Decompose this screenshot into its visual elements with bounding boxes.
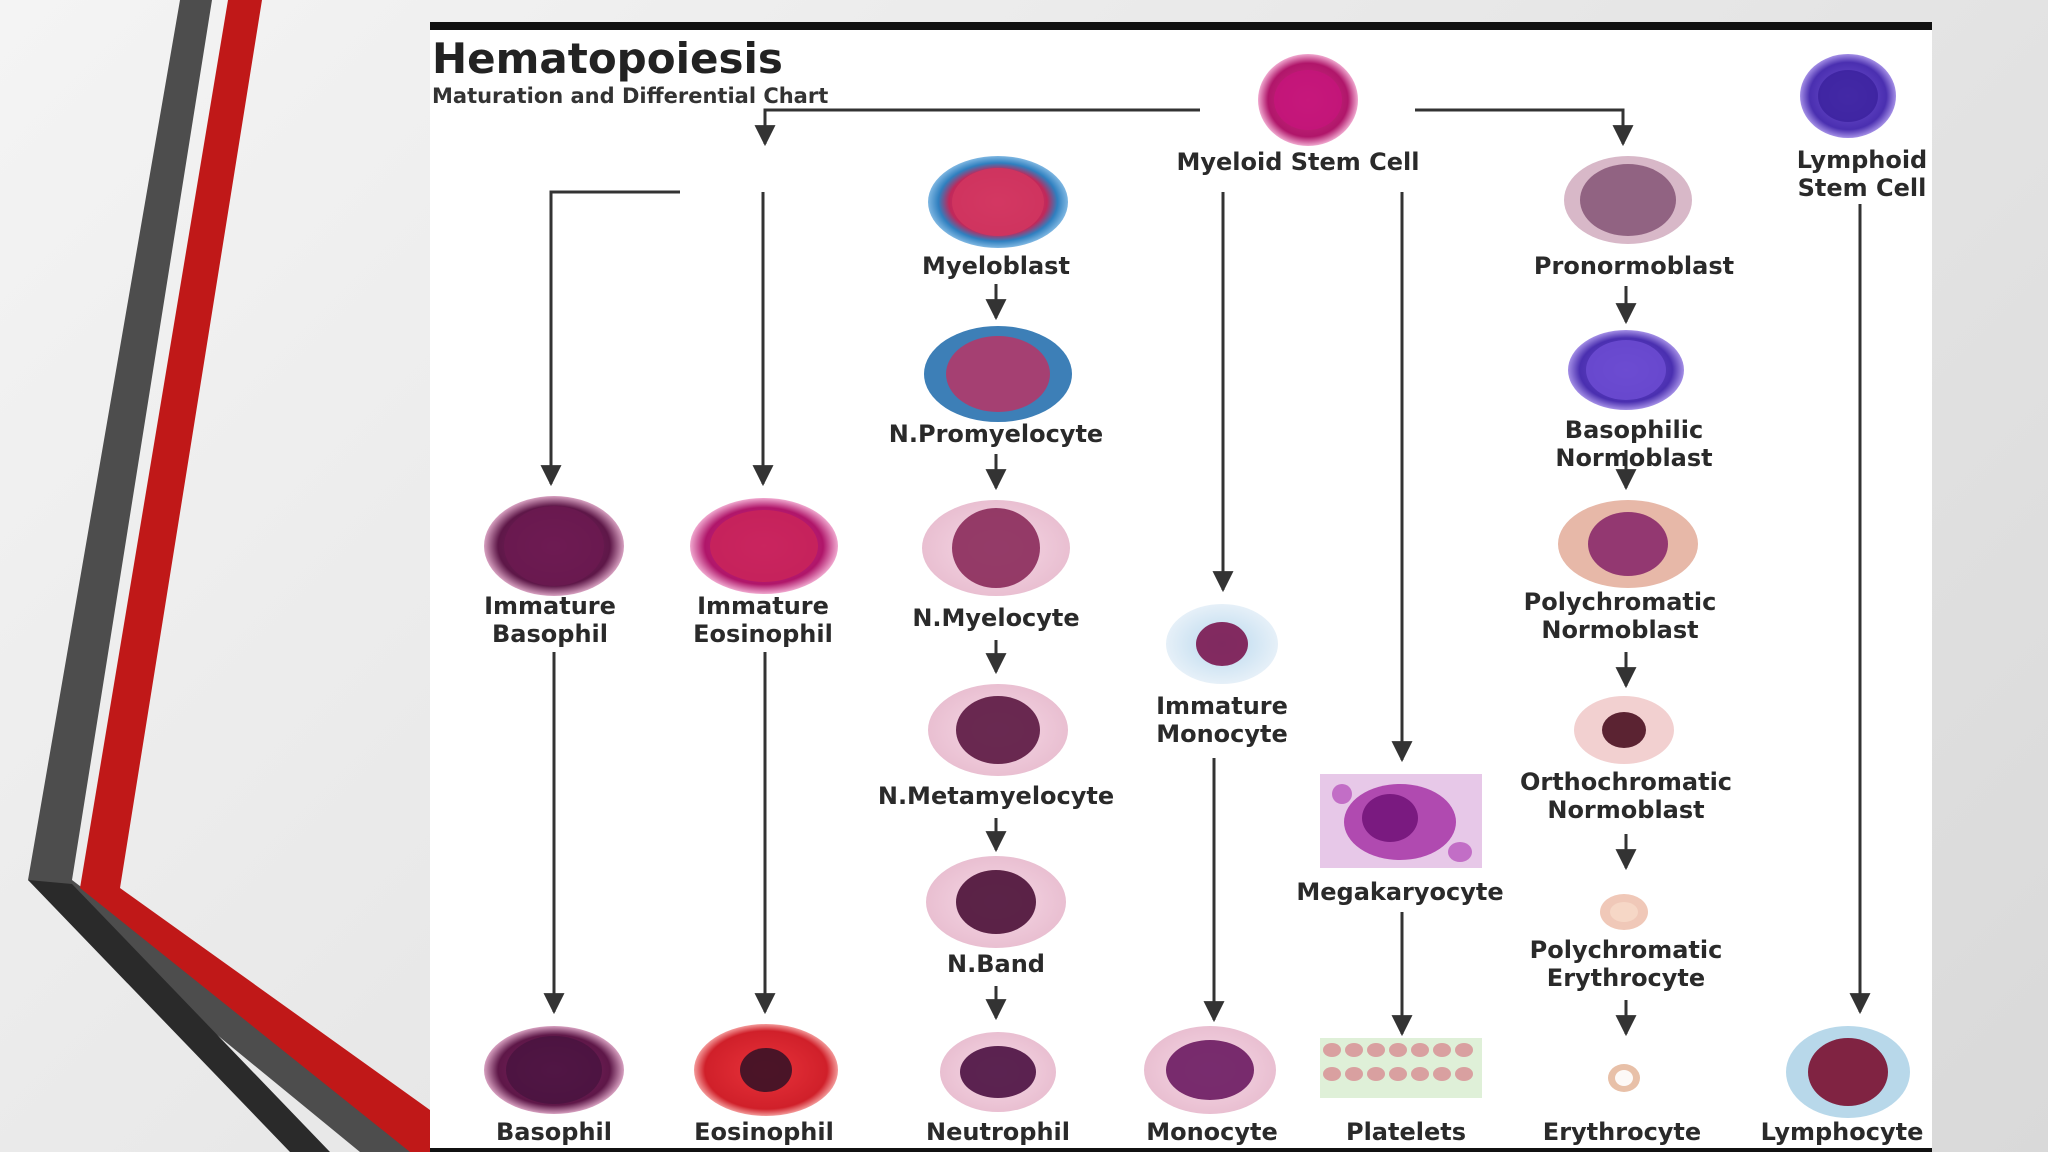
label-immature-eosinophil: Immature Eosinophil — [693, 592, 833, 648]
label-erythrocyte: Erythrocyte — [1542, 1118, 1702, 1146]
label-neutrophil: Neutrophil — [926, 1118, 1070, 1146]
arrow-stem-to-myeloblast — [754, 108, 1200, 147]
page-subtitle: Maturation and Differential Chart — [432, 84, 829, 108]
immature-basophil-image — [484, 496, 624, 596]
myelocyte-image — [922, 500, 1070, 596]
erythrocyte-image — [1608, 1064, 1640, 1092]
gray-stripe — [28, 0, 430, 1152]
eosinophil-image — [694, 1024, 838, 1116]
megakaryocyte-image — [1320, 774, 1482, 868]
dark-stripe — [28, 880, 330, 1152]
label-pronormoblast: Pronormoblast — [1533, 252, 1735, 280]
label-lymphoid-stem-cell: Lymphoid Stem Cell — [1796, 146, 1928, 202]
immature-monocyte-image — [1166, 604, 1278, 684]
label-megakaryocyte: Megakaryocyte — [1296, 878, 1504, 906]
arrow-stem-to-pronormoblast — [1415, 108, 1634, 147]
polychromatic-normoblast-image — [1558, 500, 1698, 588]
page-title: Hematopoiesis — [432, 34, 783, 83]
label-polychromatic-normoblast: Polychromatic Normoblast — [1523, 588, 1717, 644]
label-lymphocyte: Lymphocyte — [1760, 1118, 1924, 1146]
immature-eosinophil-image — [690, 498, 838, 594]
platelets-image — [1320, 1038, 1482, 1098]
arrow-set — [540, 108, 1871, 1037]
myeloblast-image — [928, 156, 1068, 248]
diagram-canvas — [484, 54, 1910, 1118]
monocyte-image — [1144, 1026, 1276, 1114]
promyelocyte-image — [924, 326, 1072, 422]
label-orthochromatic-normoblast: Orthochromatic Normoblast — [1519, 768, 1733, 824]
label-polychromatic-erythrocyte: Polychromatic Erythrocyte — [1529, 936, 1723, 992]
myeloid-stem-cell-image — [1258, 54, 1358, 146]
label-promyelocyte: N.Promyelocyte — [888, 420, 1104, 448]
metamyelocyte-image — [928, 684, 1068, 776]
label-basophil: Basophil — [496, 1118, 612, 1146]
lymphoid-stem-cell-image — [1800, 54, 1896, 138]
label-myeloid-stem-cell: Myeloid Stem Cell — [1176, 148, 1420, 176]
pronormoblast-image — [1564, 156, 1692, 244]
figure-top-border — [430, 22, 1932, 30]
label-myeloblast: Myeloblast — [922, 252, 1070, 280]
arrow-to-immature-basophil — [540, 190, 680, 487]
label-band: N.Band — [947, 950, 1045, 978]
basophil-image — [484, 1026, 624, 1114]
cells — [484, 54, 1910, 1118]
label-platelets: Platelets — [1345, 1118, 1467, 1146]
hematopoiesis-figure: Hematopoiesis Maturation and Differentia… — [430, 22, 1932, 1152]
basophilic-normoblast-image — [1568, 330, 1684, 410]
figure-bottom-border — [430, 1148, 1932, 1152]
label-immature-basophil: Immature Basophil — [484, 592, 616, 648]
label-immature-monocyte: Immature Monocyte — [1156, 692, 1288, 748]
polychromatic-erythrocyte-image — [1600, 894, 1648, 930]
label-eosinophil: Eosinophil — [694, 1118, 834, 1146]
slide-decoration — [28, 0, 430, 1152]
orthochromatic-normoblast-image — [1574, 696, 1674, 764]
label-monocyte: Monocyte — [1146, 1118, 1278, 1146]
red-stripe — [80, 0, 430, 1152]
label-myelocyte: N.Myelocyte — [912, 604, 1080, 632]
label-basophilic-normoblast: Basophilic Normoblast — [1555, 416, 1713, 472]
lymphocyte-image — [1786, 1026, 1910, 1118]
neutrophil-image — [940, 1032, 1056, 1112]
band-image — [926, 856, 1066, 948]
label-metamyelocyte: N.Metamyelocyte — [877, 782, 1115, 810]
